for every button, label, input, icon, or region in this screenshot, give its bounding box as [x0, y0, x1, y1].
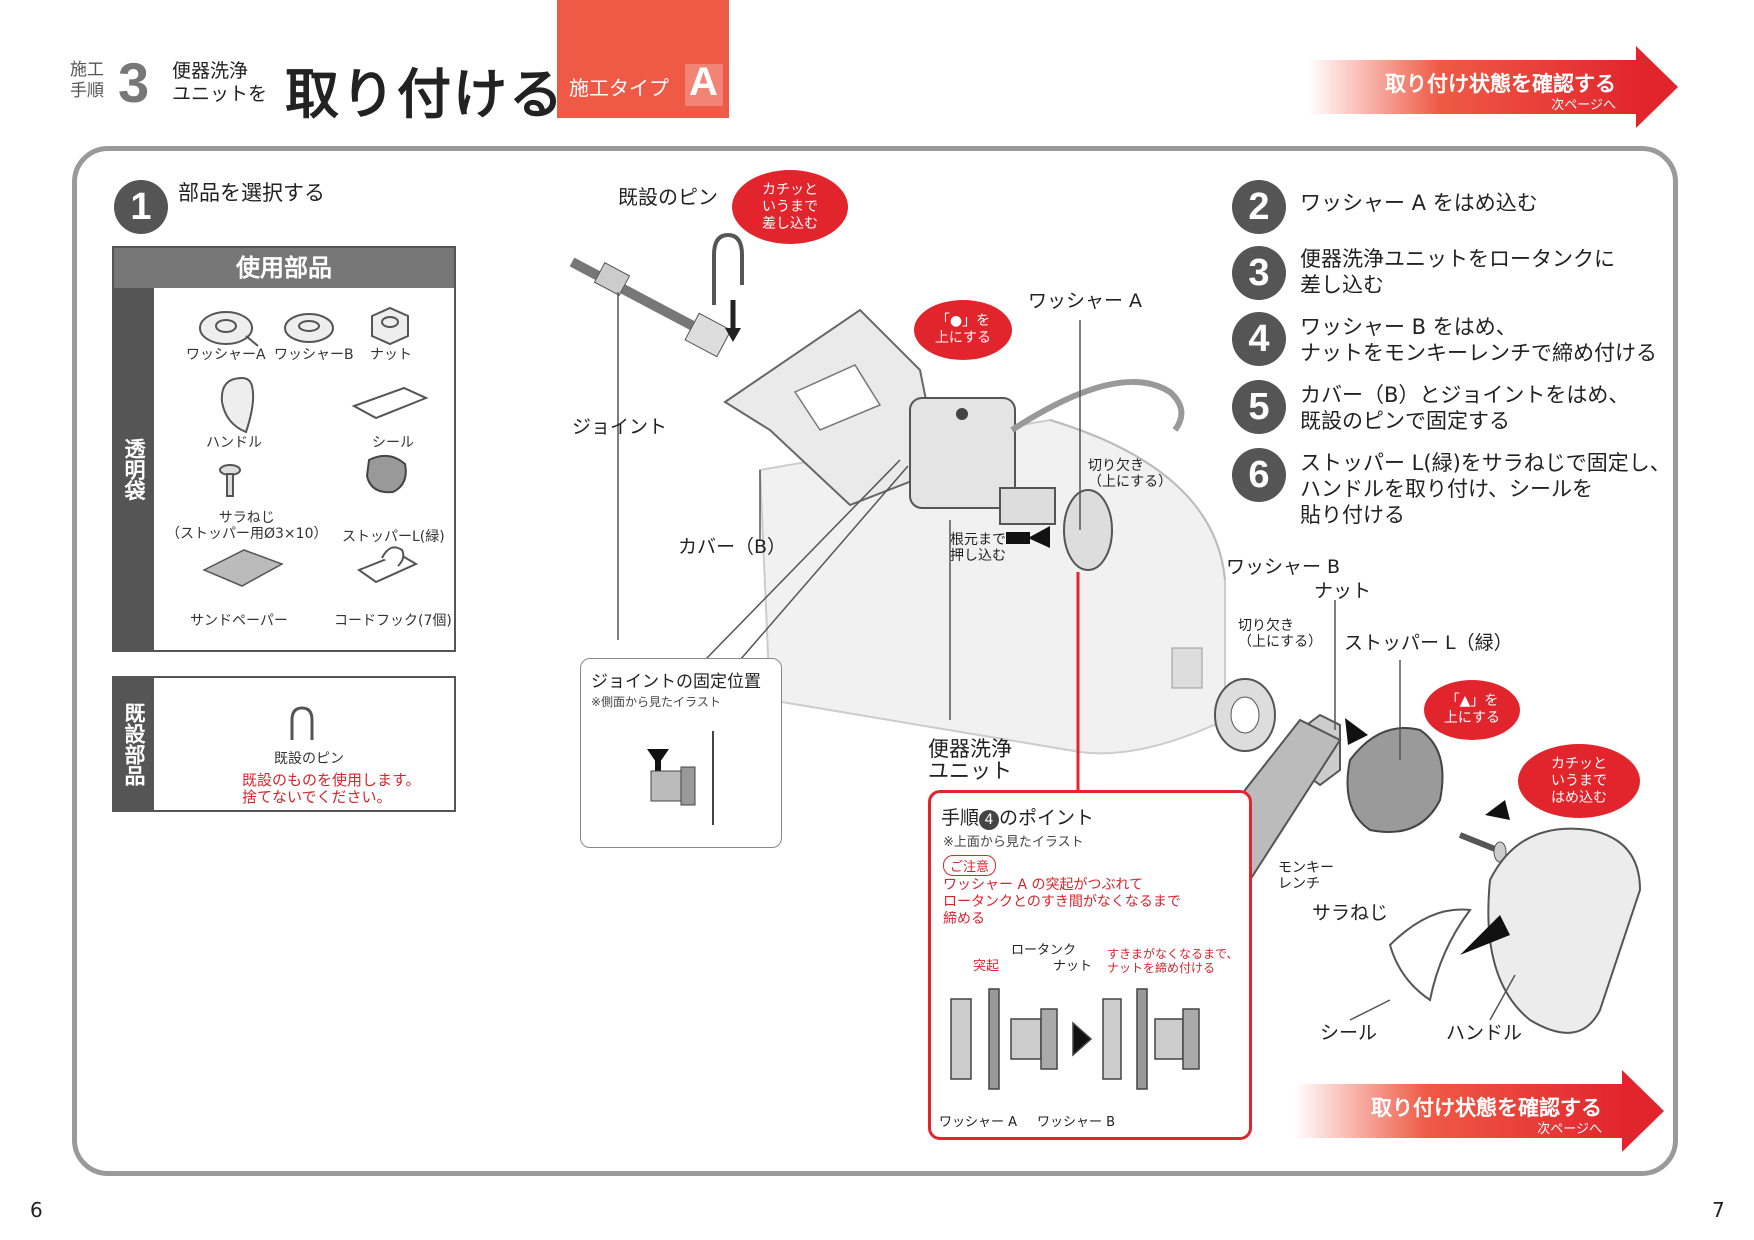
next-page-label-bottom: 取り付け状態を確認する [1371, 1096, 1602, 1120]
label-washer-a: ワッシャー A [1028, 290, 1143, 312]
label-point-washer-a: ワッシャー A [939, 1115, 1018, 1130]
point-diagram [950, 988, 1200, 1090]
label-existing-pin: 既設のピン [618, 185, 718, 209]
label-tighten: すきまがなくなるまで、 ナットを締め付ける [1107, 947, 1239, 975]
parts-label-cord-hook: コードフック(7個) [334, 613, 452, 629]
joint-side-view [647, 731, 714, 825]
label-seal: シール [1320, 1022, 1378, 1044]
parts-label-washer-a: ワッシャーA [186, 347, 266, 363]
parts-label-washer-b: ワッシャーB [274, 347, 354, 363]
point-box-note: ※上面から見たイラスト [943, 835, 1084, 850]
step-4-text: ワッシャー B をはめ、 ナットをモンキーレンチで締め付ける [1300, 315, 1657, 365]
type-letter: A [689, 60, 718, 104]
step-number: 3 [118, 51, 150, 114]
nut-icon [371, 306, 409, 346]
bubble-triangle-up: 「▲」を 上にする [1424, 680, 1520, 740]
step-3-badge: 3 [1232, 246, 1286, 300]
parts-label-stopper: ストッパーL(緑) [342, 529, 445, 545]
header: 施工 手順 3 便器洗浄 ユニットを 取り付ける 施工タイプ A 取り付け状態を… [0, 0, 1754, 128]
label-notch-up: 切り欠き （上にする） [1088, 458, 1173, 490]
existing-note: 既設のものを使用します。 捨てないでください。 [242, 771, 421, 806]
parts-label-screw: サラねじ （ストッパー用Ø3×10） [166, 510, 328, 542]
label-point-nut: ナット [1053, 959, 1093, 974]
parts-label-seal: シール [372, 435, 414, 451]
label-cover-b: カバー（B） [678, 536, 787, 558]
label-toilet-unit: 便器洗浄 ユニット [928, 737, 1012, 783]
step-5-text: カバー（B）とジョイントをはめ、 既設のピンで固定する [1300, 383, 1630, 433]
stopper-icon [365, 454, 407, 494]
cord-hook-icon [356, 546, 419, 584]
existing-parts-box: 既設部品 既設のピン 既設のものを使用します。 捨てないでください。 [112, 676, 456, 812]
parts-box-header: 使用部品 [114, 248, 454, 288]
next-page-banner-bottom[interactable]: 取り付け状態を確認する 次ページへ [1294, 1070, 1664, 1152]
page-number-left: 6 [30, 1198, 43, 1222]
label-point-washer-b: ワッシャー B [1037, 1115, 1116, 1130]
label-push-to-root: 根元まで 押し込む [950, 532, 1006, 564]
bubble-circle-up: 「●」を 上にする [914, 300, 1012, 360]
step-1-text: 部品を選択する [178, 181, 325, 205]
label-stopper-l: ストッパー L（緑） [1344, 632, 1513, 654]
parts-label-sandpaper: サンドペーパー [190, 613, 288, 629]
label-tank: ロータンク [1011, 943, 1077, 958]
joint-detail-box: ジョイントの固定位置 ※側面から見たイラスト [580, 658, 782, 848]
step-2-text: ワッシャー A をはめ込む [1300, 191, 1538, 215]
existing-pin-icon [290, 706, 314, 740]
washer-b-icon [284, 313, 334, 343]
parts-box: 使用部品 透明袋 ワッシャーA ワッシャーB ナット ハンドル [112, 246, 456, 652]
page-title: 取り付ける [285, 63, 565, 126]
step-6-badge: 6 [1232, 448, 1286, 502]
type-tab: 施工タイプ A [557, 0, 729, 118]
point-warning: ワッシャー A の突起がつぶれて ロータンクとのすき間がなくなるまで 締める [943, 877, 1181, 927]
label-joint: ジョイント [572, 416, 668, 438]
parts-label-handle: ハンドル [206, 435, 262, 451]
step-2-badge: 2 [1232, 180, 1286, 234]
next-page-sub-bottom: 次ページへ [1537, 1122, 1602, 1137]
existing-pin-label: 既設のピン [274, 751, 344, 767]
label-notch-up-2: 切り欠き （上にする） [1238, 618, 1323, 650]
page-number-right: 7 [1712, 1198, 1725, 1222]
type-label: 施工タイプ [569, 76, 669, 100]
step-1-badge: 1 [114, 180, 168, 234]
label-monkey-wrench: モンキー レンチ [1278, 860, 1334, 892]
caution-badge: ご注意 [943, 855, 997, 876]
step-6-text: ストッパー L(緑)をサラねじで固定し、 ハンドルを取り付け、シールを 貼り付け… [1300, 451, 1671, 527]
label-nut: ナット [1314, 580, 1372, 602]
parts-icons [199, 306, 429, 587]
parts-label-nut: ナット [370, 347, 412, 363]
type-letter-box [685, 64, 723, 106]
next-page-label: 取り付け状態を確認する [1385, 72, 1616, 96]
parts-side-label: 透明袋 [114, 288, 154, 650]
step-label: 施工 手順 [70, 60, 104, 101]
label-handle: ハンドル [1446, 1022, 1523, 1044]
joint-box-note: ※側面から見たイラスト [591, 695, 721, 709]
handle-icon [220, 376, 255, 434]
washer-a-icon [199, 311, 259, 347]
existing-side-label: 既設部品 [114, 678, 154, 810]
joint-box-title: ジョイントの固定位置 [591, 672, 761, 692]
label-flat-screw: サラねじ [1312, 902, 1389, 924]
bubble-click-fit: カチッと いうまで はめ込む [1518, 744, 1640, 818]
step-4-badge: 4 [1232, 312, 1286, 366]
seal-icon [351, 386, 429, 420]
step-3-text: 便器洗浄ユニットをロータンクに 差し込む [1300, 247, 1615, 297]
sandpaper-icon [202, 549, 284, 587]
next-page-sub: 次ページへ [1551, 98, 1616, 113]
main-panel [72, 146, 1678, 1176]
screw-icon [219, 464, 241, 497]
header-subtitle: 便器洗浄 ユニットを [172, 60, 268, 105]
bubble-click-insert: カチッと いうまで 差し込む [732, 170, 848, 244]
next-page-banner-top[interactable]: 取り付け状態を確認する 次ページへ [1308, 46, 1678, 128]
step-5-badge: 5 [1232, 380, 1286, 434]
label-protrusion: 突起 [973, 959, 1000, 974]
label-washer-b: ワッシャー B [1226, 556, 1341, 578]
